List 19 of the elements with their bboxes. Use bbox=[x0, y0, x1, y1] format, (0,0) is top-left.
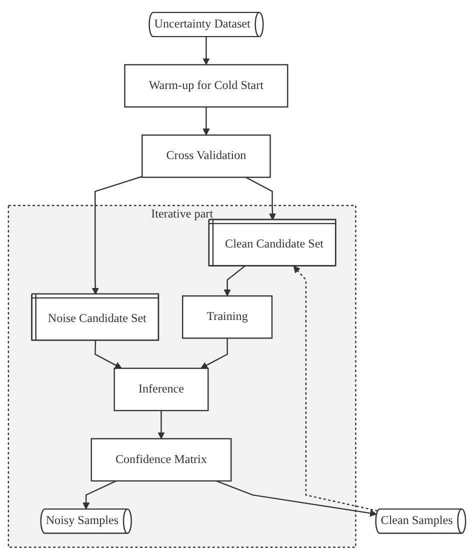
node-box: Cross Validation bbox=[142, 134, 271, 178]
node-text: Uncertainty Dataset bbox=[154, 18, 250, 30]
arrow bbox=[202, 106, 210, 136]
node-box: Inference bbox=[114, 367, 209, 411]
arrow bbox=[92, 176, 142, 294]
node-box: Warm-up for Cold Start bbox=[124, 64, 288, 108]
node-box: Training bbox=[182, 294, 273, 338]
node-box: Confidence Matrix bbox=[90, 438, 232, 482]
arrow bbox=[158, 410, 165, 439]
arrow bbox=[224, 265, 246, 296]
node-text: Clean Samples bbox=[380, 514, 453, 528]
arrow bbox=[293, 266, 378, 512]
arrow bbox=[216, 480, 377, 516]
arrow bbox=[94, 340, 122, 368]
node-text: Noisy Samples bbox=[46, 514, 119, 528]
arrow bbox=[246, 176, 276, 220]
arrow bbox=[82, 480, 116, 510]
arrow bbox=[202, 36, 210, 65]
arrow bbox=[200, 338, 228, 368]
